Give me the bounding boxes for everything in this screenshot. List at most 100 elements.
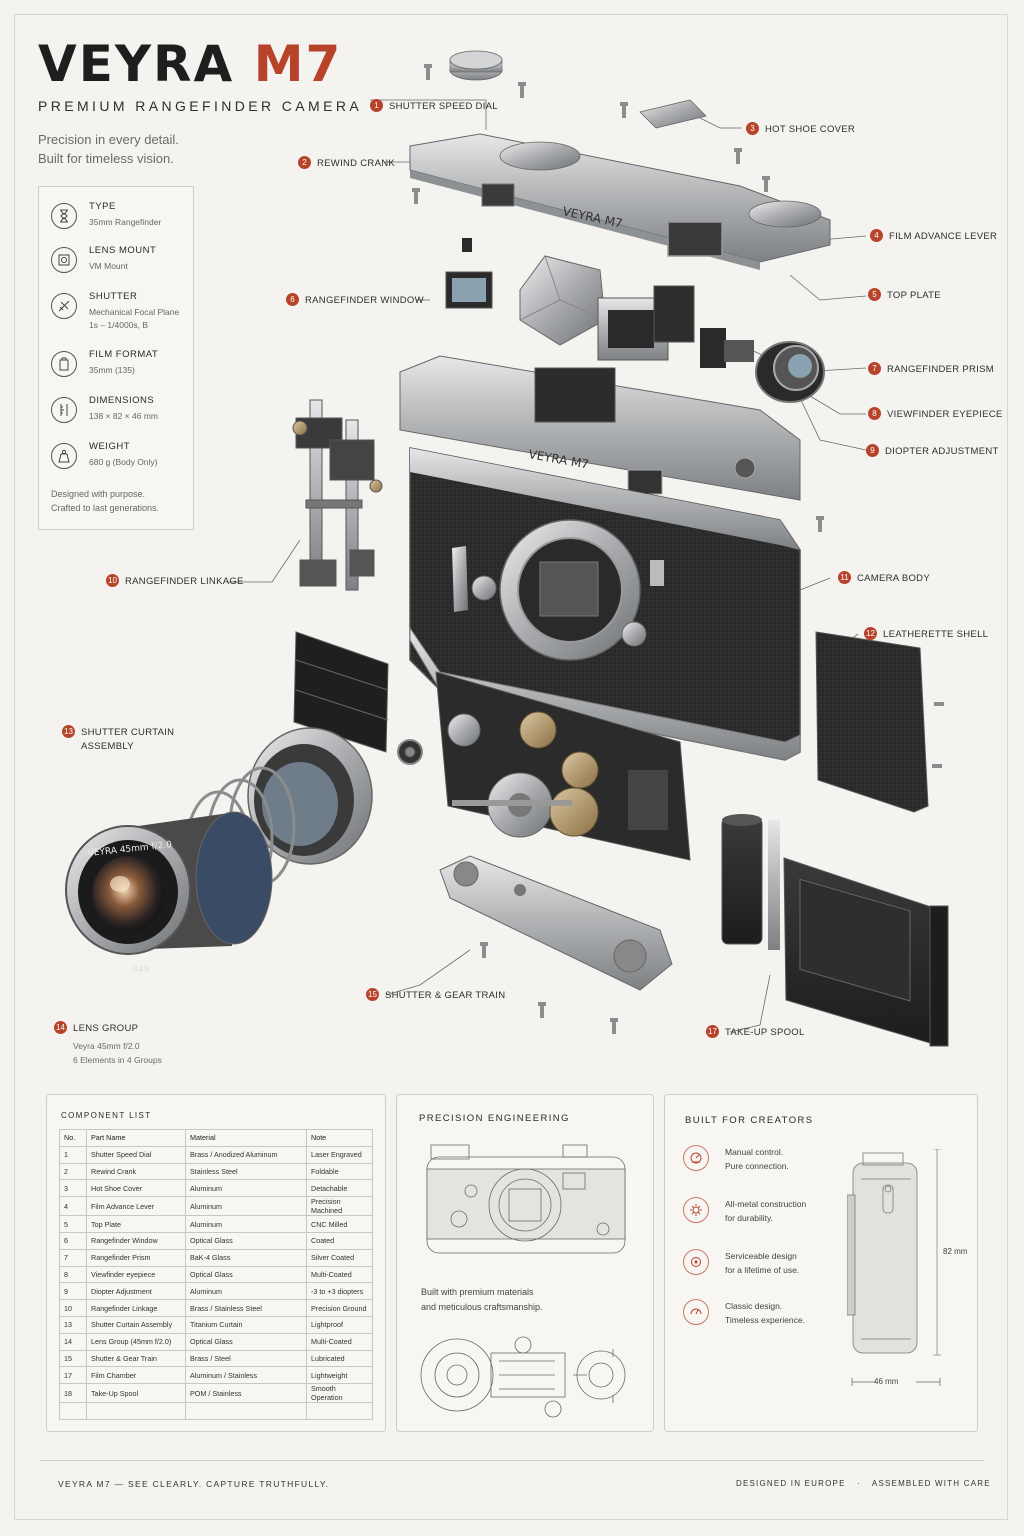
table-cell: 18 [59,1383,87,1404]
callout-viewfinder-eyepiece: 8 VIEWFINDER EYEPIECE [868,407,1003,422]
dimension-height-label: 82 mm [943,1247,968,1256]
creator-text: All-metal construction for durability. [725,1197,806,1225]
table-cell: 17 [59,1366,87,1385]
table-cell: BaK-4 Glass [185,1248,307,1267]
table-cell: Aluminum [185,1196,307,1217]
callout-label: RANGEFINDER LINKAGE [125,576,244,587]
table-cell: Film Advance Lever [86,1196,186,1217]
table-cell: 14 [59,1332,87,1351]
table-cell: 5 [59,1215,87,1233]
tagline: Precision in every detail. Built for tim… [38,130,258,168]
table-cell: 9 [59,1282,87,1301]
camera-icon [683,1299,709,1325]
table-cell: 7 [59,1248,87,1267]
callout-label: LEATHERETTE SHELL [883,629,989,640]
table-cell: 2 [59,1162,87,1181]
creators-panel: BUILT FOR CREATORS Manual control. Pure … [664,1094,978,1432]
wrench-icon [683,1249,709,1275]
table-cell: Lightproof [306,1315,373,1334]
spec-type: TYPE 35mm Rangefinder [51,201,191,241]
callout-rangefinder-window: 6 RANGEFINDER WINDOW [286,293,424,308]
spec-value-line-2: 1s – 1/4000s, B [89,320,149,330]
callout-top-plate: 5 TOP PLATE [868,288,941,303]
table-row [59,1402,373,1420]
table-cell: Laser Engraved [306,1145,373,1164]
table-cell: Shutter Speed Dial [86,1145,186,1164]
callout-number: 15 [366,988,379,1001]
callout-camera-body: 11 CAMERA BODY [838,571,930,586]
exploded-diagram: VEYRA M7 VEYRA M7 [54,50,1003,1067]
spec-value-line-1: Mechanical Focal Plane [89,307,180,317]
callout-diopter-adjustment: 9 DIOPTER ADJUSTMENT [866,444,999,459]
ruler-icon [51,397,77,423]
spec-film-format: FILM FORMAT 35mm (135) [51,349,191,389]
creator-item-manual-control: Manual control. Pure connection. [683,1145,833,1185]
creator-item-serviceable: Serviceable design for a lifetime of use… [683,1249,833,1289]
page-subtitle: PREMIUM RANGEFINDER CAMERA [38,98,363,114]
gear-icon [683,1197,709,1223]
table-cell: Brass / Steel [185,1349,307,1368]
creator-text-line-1: Manual control. [725,1147,784,1157]
table-cell: POM / Stainless [185,1383,307,1404]
callout-rangefinder-prism: 7 RANGEFINDER PRISM [868,362,994,377]
callout-number: 1 [370,99,383,112]
spec-label: LENS MOUNT [89,245,157,256]
title-brand: VEYRA [38,35,235,93]
table-cell: Aluminum / Stainless [185,1366,307,1385]
callout-label: HOT SHOE COVER [765,124,856,135]
callout-number: 14 [54,1021,67,1034]
creator-text: Serviceable design for a lifetime of use… [725,1249,799,1277]
table-cell: Foldable [306,1162,373,1181]
callout-label: RANGEFINDER PRISM [887,364,994,375]
callout-number: 7 [868,362,881,375]
callout-number: 12 [864,627,877,640]
callout-number: 2 [298,156,311,169]
table-cell: Viewfinder eyepiece [86,1265,186,1284]
table-cell: Film Chamber [86,1366,186,1385]
spec-value: 680 g (Body Only) [89,457,158,467]
callout-label: SHUTTER & GEAR TRAIN [385,990,506,1001]
creator-text-line-2: for a lifetime of use. [725,1265,800,1275]
callout-label: FILM ADVANCE LEVER [889,231,998,242]
table-cell: Brass / Anodized Aluminum [185,1145,307,1164]
callout-label: SHUTTER SPEED DIAL [389,101,498,112]
precision-panel: PRECISION ENGINEERING Built with premium… [396,1094,654,1432]
tagline-line-2: Built for timeless vision. [38,151,174,166]
callout-number: 3 [746,122,759,135]
callout-label: REWIND CRANK [317,158,396,169]
spec-shutter: SHUTTER Mechanical Focal Plane 1s – 1/40… [51,291,191,331]
page-title: VEYRA M7 [38,36,342,92]
creator-text-line-1: Serviceable design [725,1251,797,1261]
callout-number: 9 [866,444,879,457]
table-cell: Shutter & Gear Train [86,1349,186,1368]
precision-title: PRECISION ENGINEERING [419,1113,570,1124]
component-list-panel: COMPONENT LIST No. Part Name Material No… [46,1094,386,1432]
callout-rewind-crank: 2 REWIND CRANK [298,156,396,171]
footer-origin: DESIGNED IN EUROPE [736,1479,846,1488]
spec-value: Mechanical Focal Plane 1s – 1/4000s, B [89,306,199,332]
page-border [14,14,1008,1520]
table-cell: Smooth Operation [306,1383,373,1404]
callout-hot-shoe-cover: 3 HOT SHOE COVER [746,122,856,137]
precision-caption: Built with premium materials and meticul… [421,1285,621,1315]
precision-caption-line-1: Built with premium materials [421,1287,534,1297]
footer-assembly: ASSEMBLED WITH CARE [871,1479,991,1488]
spec-label: TYPE [89,201,116,212]
table-cell: Multi-Coated [306,1265,373,1284]
table-cell: Take-Up Spool [86,1383,186,1404]
callout-film-advance-lever: 4 FILM ADVANCE LEVER [870,229,998,244]
callout-label-line-2: ASSEMBLY [81,741,134,752]
footer-credits: DESIGNED IN EUROPE · ASSEMBLED WITH CARE [736,1479,991,1488]
